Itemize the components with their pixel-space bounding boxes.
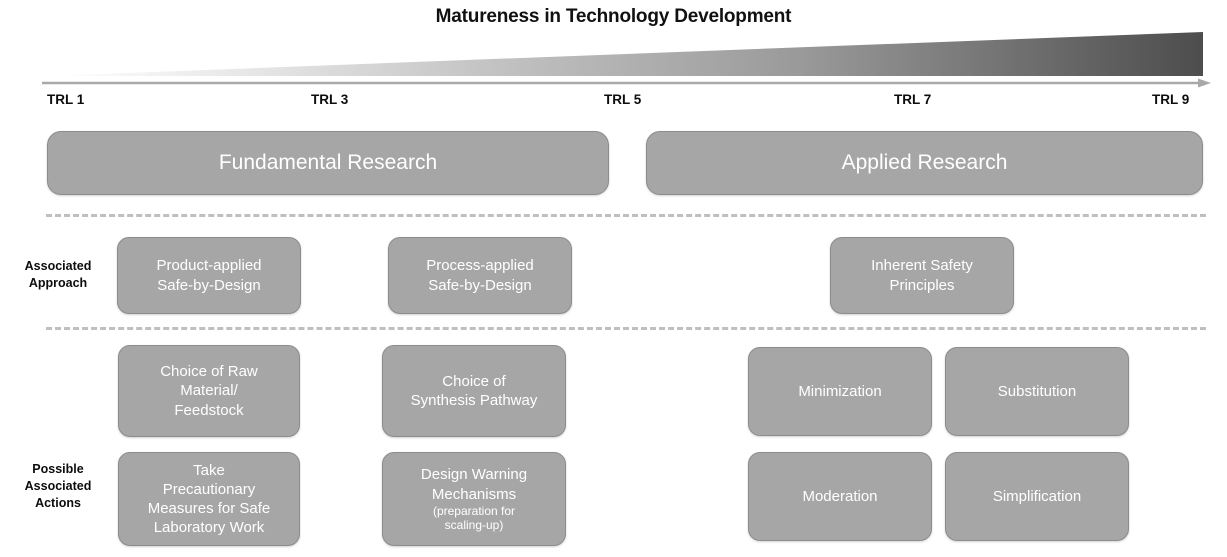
action-line-1: Design Warning [420,466,528,484]
action-label-design-warning-mechanisms: Design Warning Mechanisms (preparation f… [421,465,527,532]
trl-tick-9: TRL 9 [1152,92,1190,107]
action-label-minimization: Minimization [798,382,882,400]
phase-box-applied-research[interactable]: Applied Research [646,131,1203,195]
approach-box-inherent-safety-principles[interactable]: Inherent Safety Principles [830,237,1014,314]
action-box-substitution[interactable]: Substitution [945,347,1129,436]
trl-tick-3: TRL 3 [311,92,349,107]
action-line-2: Mechanisms [431,485,517,503]
action-label-choice-of-synthesis-pathway: Choice of Synthesis Pathway [411,372,538,410]
row-label-associated-approach: Associated Approach [8,258,108,292]
action-line-2: Precautionary [162,480,256,498]
action-line-3: Measures for Safe [147,500,271,517]
approach-line-2: Safe-by-Design [428,276,532,294]
action-label-choice-of-raw-material: Choice of Raw Material/ Feedstock [160,362,258,420]
action-line-3: Feedstock [174,401,244,419]
separator-approach-top [46,214,1206,217]
action-box-choice-of-raw-material[interactable]: Choice of Raw Material/ Feedstock [118,345,300,437]
row-label-line-2: Approach [28,275,88,290]
action-box-minimization[interactable]: Minimization [748,347,932,436]
row-label-line-3: Actions [35,495,81,510]
action-box-moderation[interactable]: Moderation [748,452,932,541]
approach-line-1: Inherent Safety [871,257,973,275]
approach-box-product-applied-sbd[interactable]: Product-applied Safe-by-Design [117,237,301,314]
row-label-possible-associated-actions: Possible Associated Actions [8,461,108,512]
action-line-1: Choice of [442,372,506,390]
action-line-2: Material/ [180,382,238,400]
approach-label-process-applied-sbd: Process-applied Safe-by-Design [426,256,534,294]
action-line-2: Synthesis Pathway [410,392,538,409]
action-box-simplification[interactable]: Simplification [945,452,1129,541]
approach-label-inherent-safety-principles: Inherent Safety Principles [871,256,973,294]
phase-label-applied-research: Applied Research [841,150,1008,174]
action-box-choice-of-synthesis-pathway[interactable]: Choice of Synthesis Pathway [382,345,566,437]
approach-line-1: Process-applied [426,257,534,275]
maturity-gradient-triangle [47,32,1203,76]
approach-line-2: Principles [889,276,955,294]
row-label-line-2: Associated [24,478,92,493]
separator-actions-top [46,327,1206,330]
action-line-1: Take [193,461,225,479]
trl-tick-5: TRL 5 [604,92,642,107]
phase-box-fundamental-research[interactable]: Fundamental Research [47,131,609,195]
action-box-design-warning-mechanisms[interactable]: Design Warning Mechanisms (preparation f… [382,452,566,546]
action-sub-line-2: scaling-up) [444,518,504,533]
action-label-substitution: Substitution [997,382,1077,400]
trl-tick-7: TRL 7 [894,92,932,107]
row-label-line-1: Associated [24,259,92,273]
approach-line-1: Product-applied [156,257,262,275]
action-label-moderation: Moderation [802,487,878,505]
action-box-take-precautionary-measures[interactable]: Take Precautionary Measures for Safe Lab… [118,452,300,546]
action-label-simplification: Simplification [992,487,1082,505]
phase-label-fundamental-research: Fundamental Research [218,150,438,174]
approach-box-process-applied-sbd[interactable]: Process-applied Safe-by-Design [388,237,572,314]
action-line-1: Choice of Raw [160,363,258,381]
trl-tick-1: TRL 1 [47,92,85,107]
action-subtext: (preparation for scaling-up) [421,504,527,533]
maturity-arrow [42,78,1211,88]
action-label-take-precautionary-measures: Take Precautionary Measures for Safe Lab… [148,461,271,538]
approach-line-2: Safe-by-Design [157,276,261,294]
action-sub-line-1: (preparation for [432,503,516,518]
row-label-line-1: Possible [32,462,84,476]
action-line-4: Laboratory Work [153,519,265,537]
page-title: Matureness in Technology Development [435,6,792,27]
approach-label-product-applied-sbd: Product-applied Safe-by-Design [156,256,261,294]
